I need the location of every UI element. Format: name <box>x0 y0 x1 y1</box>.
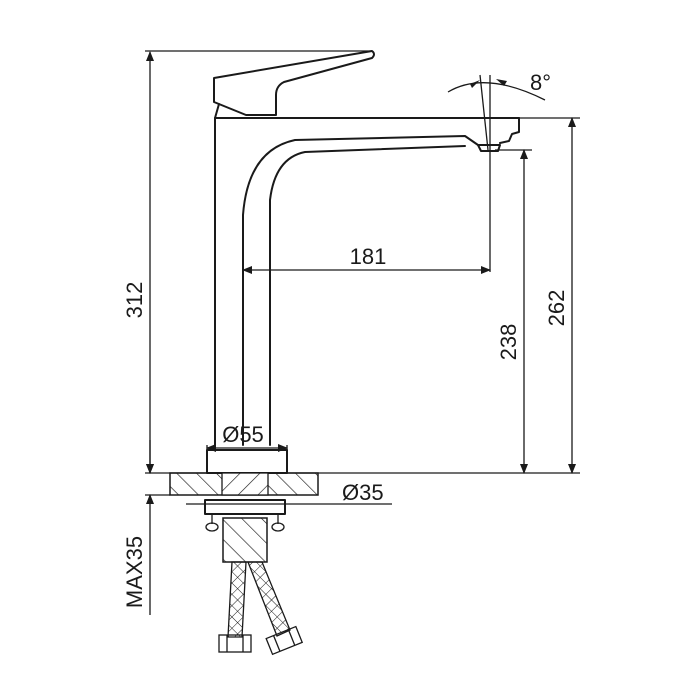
hose-hot <box>247 561 291 637</box>
fixing-assembly <box>204 499 304 656</box>
faucet-body <box>214 117 520 446</box>
total-height-label: 312 <box>122 282 147 319</box>
outlet-height-dimension: 238 <box>495 149 532 474</box>
base-flange: Ø55 <box>206 422 288 474</box>
spout-top-height-dimension: 262 <box>519 117 580 474</box>
deck-thickness-dimension: MAX35 <box>122 440 154 615</box>
max-thickness-label: MAX35 <box>122 536 147 608</box>
outlet-height-label: 238 <box>496 324 521 361</box>
total-height-dimension: 312 <box>122 51 154 474</box>
mounting-deck: Ø35 <box>145 472 580 505</box>
hose-cold <box>227 561 247 638</box>
spout-reach-label: 181 <box>350 244 387 269</box>
spout-angle-dimension: 8° <box>447 70 551 272</box>
spout-top-height-label: 262 <box>544 290 569 327</box>
spout-reach-dimension: 181 <box>242 244 491 274</box>
hole-diameter-label: Ø35 <box>342 480 384 505</box>
angle-label: 8° <box>530 70 551 95</box>
handle-lever <box>145 50 375 119</box>
base-diameter-label: Ø55 <box>222 422 264 447</box>
